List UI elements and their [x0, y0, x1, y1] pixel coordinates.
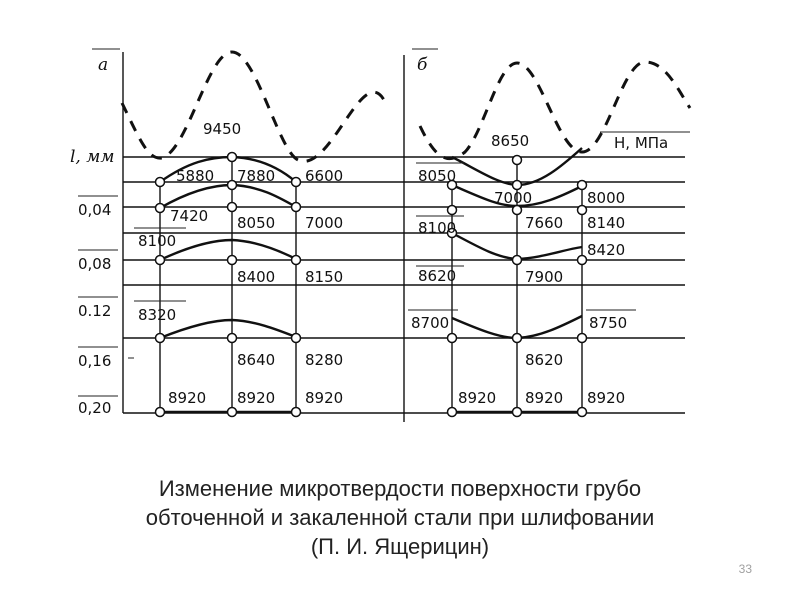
value-label: 6600 — [305, 167, 343, 185]
panel-a-dashed-profile — [120, 50, 386, 163]
value-label: 8140 — [587, 214, 625, 232]
value-label: 8000 — [587, 189, 625, 207]
value-label: 8920 — [305, 389, 343, 407]
caption-line: (П. И. Ящерицин) — [310, 534, 490, 559]
value-label: 8920 — [458, 389, 496, 407]
panel-b-nodes — [446, 154, 588, 418]
value-label: 7660 — [525, 214, 563, 232]
panel-a-label: а — [98, 55, 108, 75]
value-label: 8100 — [418, 219, 456, 237]
tick-label: 0,08 — [78, 255, 111, 273]
value-label: 8100 — [138, 232, 176, 250]
tick-label: 0,04 — [78, 201, 111, 219]
tick-label: 0.12 — [78, 302, 111, 320]
caption-line: Изменение микротвердости поверхности гру… — [158, 476, 642, 501]
panel-b-verticals — [451, 157, 583, 412]
tick-label: 0,20 — [78, 399, 111, 417]
value-label: 8750 — [589, 314, 627, 332]
value-label: 7900 — [525, 268, 563, 286]
panel-b-dashed-profile — [418, 60, 692, 161]
value-label: 7420 — [170, 207, 208, 225]
microhardness-diagram: а б — [70, 48, 692, 422]
panel-a-values: 9450 5880 7880 6600 7420 8050 7000 8100 … — [138, 120, 343, 407]
value-label: 8320 — [138, 306, 176, 324]
value-label: 7880 — [237, 167, 275, 185]
value-label: 5880 — [176, 167, 214, 185]
value-label: 7000 — [305, 214, 343, 232]
value-label: 8620 — [418, 267, 456, 285]
value-label: 8640 — [237, 351, 275, 369]
value-label: 8620 — [525, 351, 563, 369]
depth-ticks: 0,04 0,08 0.12 0,16 0,20 — [78, 195, 134, 417]
panel-a-nodes — [154, 151, 302, 418]
value-label: 8050 — [237, 214, 275, 232]
page-number: 33 — [738, 562, 752, 576]
panel-a-verticals — [159, 157, 297, 412]
slide-caption: Изменение микротвердости поверхности гру… — [0, 474, 800, 561]
value-label: 8420 — [587, 241, 625, 259]
value-label: 8700 — [411, 314, 449, 332]
panel-b-values: 8650 8050 7000 8000 8100 7660 8140 8420 … — [411, 132, 627, 407]
value-label: 8650 — [491, 132, 529, 150]
value-label: 8400 — [237, 268, 275, 286]
value-label: 8920 — [168, 389, 206, 407]
value-label: 8050 — [418, 167, 456, 185]
caption-line: обточенной и закаленной стали при шлифов… — [145, 505, 655, 530]
value-label-overlines — [134, 162, 636, 311]
panel-b-label: б — [417, 55, 428, 75]
value-label: 8920 — [587, 389, 625, 407]
value-label: 8920 — [237, 389, 275, 407]
value-label: 7000 — [494, 189, 532, 207]
value-label: 8280 — [305, 351, 343, 369]
value-label: 8150 — [305, 268, 343, 286]
value-label: 8920 — [525, 389, 563, 407]
tick-label: 0,16 — [78, 352, 111, 370]
value-label: 9450 — [203, 120, 241, 138]
hardness-axis-label: Н, МПа — [614, 134, 668, 152]
depth-axis-label: l, мм — [70, 147, 114, 167]
